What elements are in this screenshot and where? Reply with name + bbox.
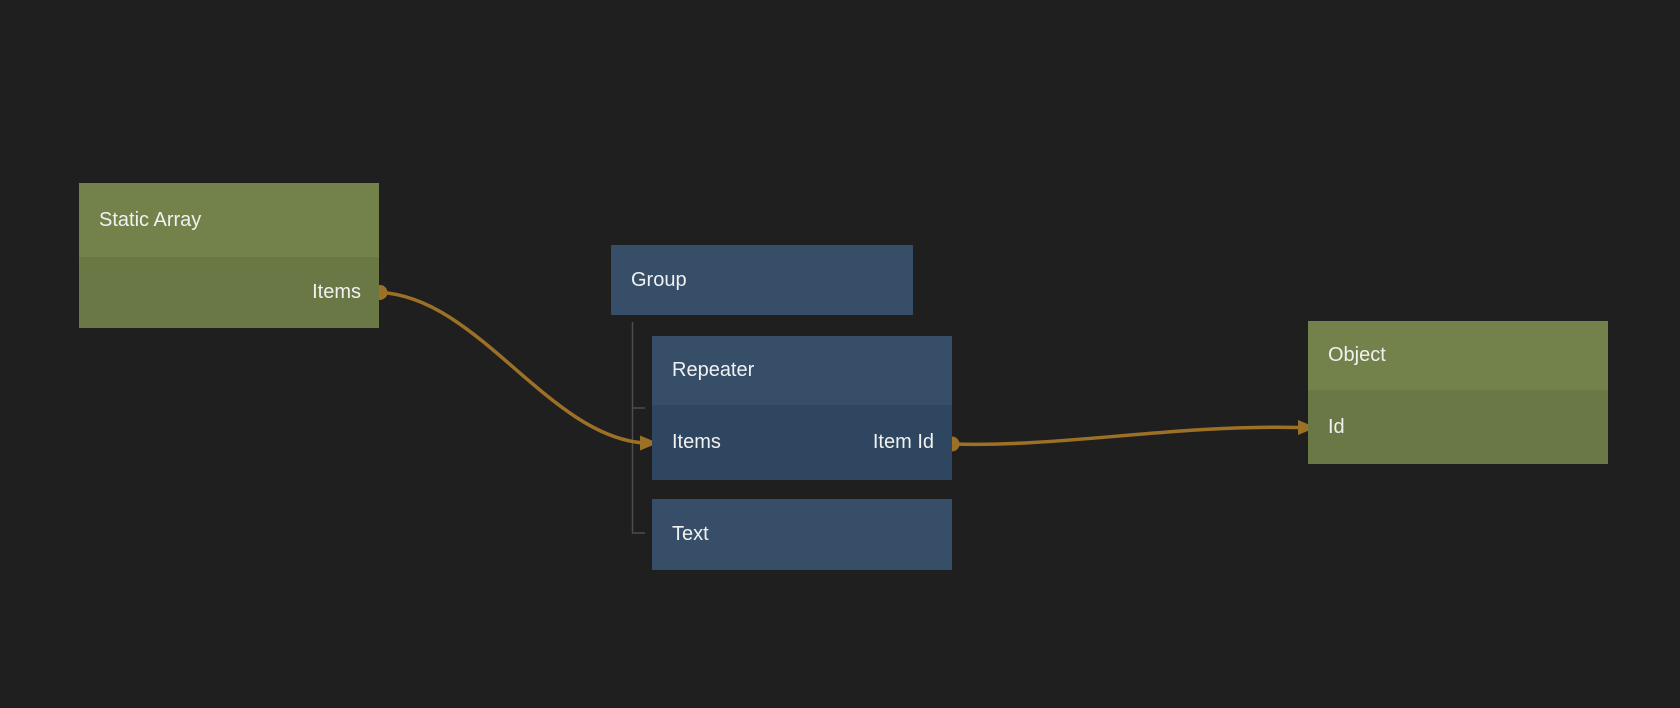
wire-staticarray-items-to-repeater-items[interactable] — [379, 290, 645, 445]
node-repeater-title: Repeater — [672, 359, 755, 381]
node-group-header[interactable]: Group — [611, 245, 913, 315]
node-repeater-body: Items Item Id — [652, 405, 952, 480]
arrowhead-object-id — [1298, 420, 1316, 435]
node-repeater[interactable]: Repeater Items Item Id — [652, 336, 952, 480]
node-object-header[interactable]: Object — [1308, 321, 1608, 390]
group-tree-line — [631, 322, 645, 534]
port-label-repeater-items: Items — [672, 431, 721, 453]
node-object-title: Object — [1328, 344, 1386, 366]
port-label-items: Items — [312, 281, 361, 303]
node-repeater-header[interactable]: Repeater — [652, 336, 952, 405]
node-text[interactable]: Text — [652, 499, 952, 570]
port-row-items-itemid: Items Item Id — [652, 405, 952, 480]
node-static-array-header[interactable]: Static Array — [79, 183, 379, 257]
port-label-object-id: Id — [1328, 415, 1345, 438]
node-group-title: Group — [631, 268, 687, 291]
node-object-body: Id — [1308, 390, 1608, 464]
node-text-title: Text — [672, 523, 709, 545]
arrowhead-repeater-items — [640, 435, 658, 451]
wire-repeater-itemid-to-object-id[interactable] — [951, 425, 1300, 447]
node-static-array-title: Static Array — [99, 208, 202, 231]
node-text-header[interactable]: Text — [652, 499, 952, 570]
port-row-id-input: Id — [1308, 390, 1608, 464]
node-static-array[interactable]: Static Array Items — [79, 183, 379, 328]
node-object[interactable]: Object Id — [1308, 321, 1608, 464]
port-label-repeater-itemid: Item Id — [872, 431, 934, 453]
node-static-array-body: Items — [79, 257, 379, 328]
node-group[interactable]: Group — [611, 245, 913, 315]
port-row-items-output: Items — [79, 257, 379, 328]
